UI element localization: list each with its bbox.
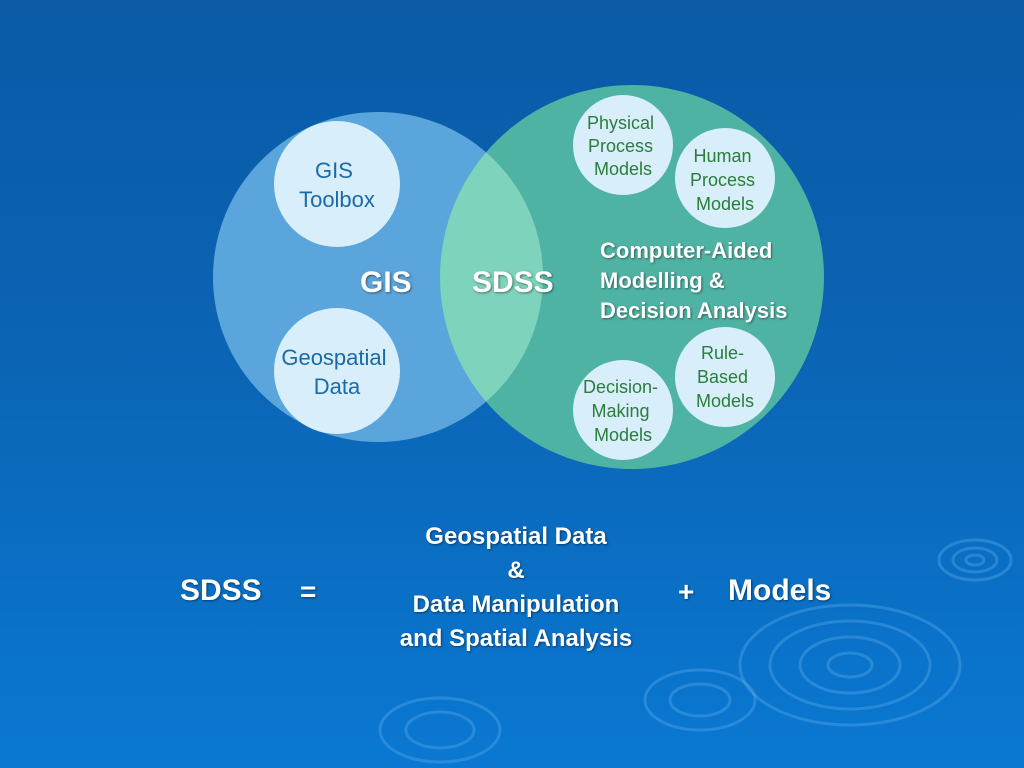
human-label-2: Process bbox=[690, 170, 755, 190]
physical-process-models-bubble bbox=[573, 95, 673, 195]
human-process-models-bubble bbox=[675, 128, 775, 228]
decision-making-models-bubble bbox=[573, 360, 673, 460]
cad-label-line-2: Modelling & bbox=[600, 268, 725, 293]
svg-text:Decision- Making Model: Decision- Making Models bbox=[583, 377, 663, 445]
gis-toolbox-bubble bbox=[274, 121, 400, 247]
rule-label-1: Rule- bbox=[701, 343, 744, 363]
cad-label-line-1: Computer-Aided bbox=[600, 238, 773, 263]
geospatial-data-label-2: Data bbox=[314, 374, 361, 399]
gis-label: GIS bbox=[360, 266, 412, 299]
gis-toolbox-label-2: Toolbox bbox=[299, 187, 375, 212]
rule-label-3: Models bbox=[696, 391, 754, 411]
equation-plus: + bbox=[678, 576, 695, 607]
physical-label-1: Physical bbox=[587, 113, 654, 133]
computer-aided-modelling-label: Computer-Aided Modelling & Decision Anal… bbox=[600, 236, 787, 326]
human-label-3: Models bbox=[696, 194, 754, 214]
decision-label-2: Making bbox=[591, 401, 649, 421]
svg-text:Human Process Models: Human Process Models bbox=[690, 146, 760, 214]
equation-middle-term: Geospatial Data & Data Manipulation and … bbox=[366, 520, 666, 656]
decision-label-3: Models bbox=[594, 425, 652, 445]
equation-middle-line-4: and Spatial Analysis bbox=[399, 625, 633, 652]
equation-models: Models bbox=[728, 574, 832, 607]
human-label-1: Human bbox=[693, 146, 751, 166]
cad-label-line-3: Decision Analysis bbox=[600, 298, 788, 323]
equation-middle-line-1: Geospatial Data bbox=[425, 523, 607, 550]
equation-sdss: SDSS bbox=[180, 574, 262, 607]
geospatial-data-bubble bbox=[274, 308, 400, 434]
physical-label-3: Models bbox=[594, 159, 652, 179]
geospatial-data-label-1: Geospatial bbox=[281, 345, 386, 370]
equation-middle-line-3: Data Manipulation bbox=[412, 591, 620, 618]
svg-text:GIS Toolbox: GIS Toolbox bbox=[299, 158, 375, 212]
equation-middle-line-2: & bbox=[507, 557, 525, 584]
decision-label-1: Decision- bbox=[583, 377, 658, 397]
equation-equals: = bbox=[300, 576, 317, 607]
svg-text:Geospatial Data: Geospatial Data bbox=[281, 345, 392, 399]
gis-toolbox-label-1: GIS bbox=[315, 158, 353, 183]
svg-text:Rule- Based Models: Rule- Based Models bbox=[696, 343, 754, 411]
svg-text:Physical Process Model: Physical Process Models bbox=[587, 113, 659, 179]
rule-label-2: Based bbox=[697, 367, 748, 387]
physical-label-2: Process bbox=[588, 136, 653, 156]
rule-based-models-bubble bbox=[675, 327, 775, 427]
sdss-overlap-label: SDSS bbox=[472, 266, 554, 299]
